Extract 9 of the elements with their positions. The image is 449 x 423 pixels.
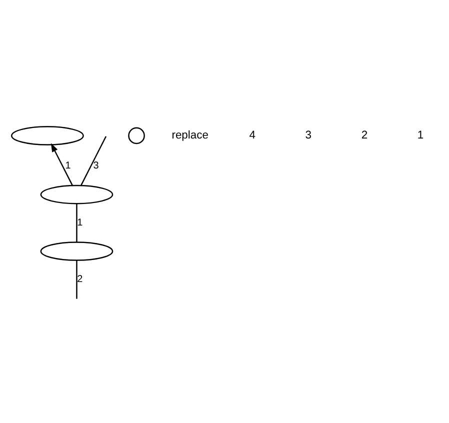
edge-label: 2 (77, 273, 83, 284)
label: 3 (305, 128, 312, 141)
edge-label: 1 (65, 160, 71, 172)
label: 1 (417, 128, 424, 141)
label: 2 (361, 128, 368, 141)
edge-label: 3 (93, 160, 99, 172)
label: 4 (249, 128, 256, 141)
label: replace (172, 128, 208, 141)
edge-label: 1 (77, 216, 83, 228)
